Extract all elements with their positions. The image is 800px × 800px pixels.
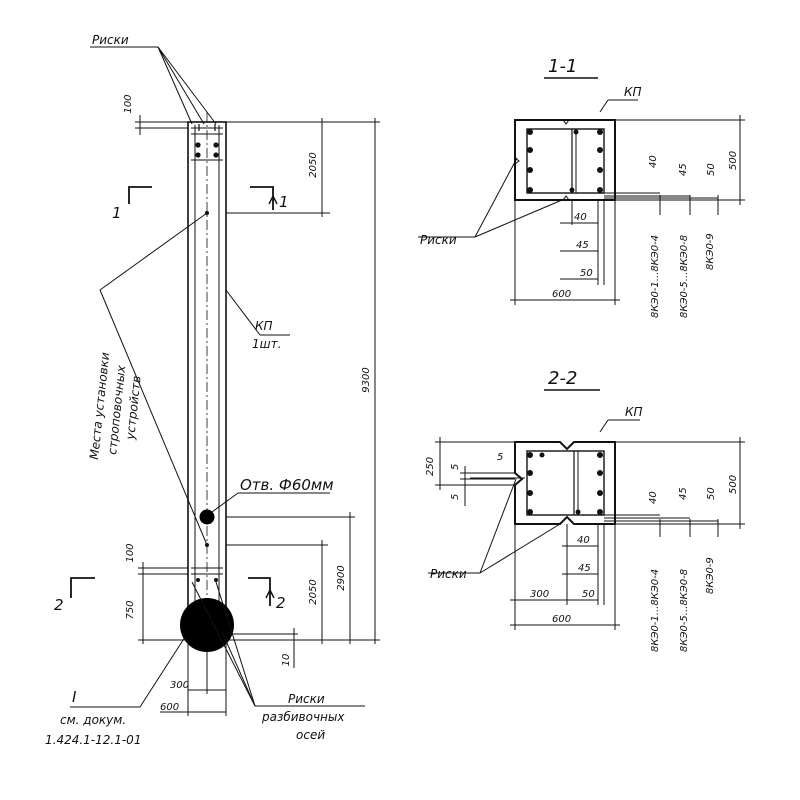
section-1-kp: КП (624, 85, 642, 99)
s1-marks-1: 8КЭ0-1...8КЭ0-4 (650, 235, 661, 318)
s1-dim-50: 50 (580, 268, 593, 279)
s2-dim-300: 300 (530, 589, 549, 600)
s1-v40: 40 (648, 155, 659, 168)
dim-10: 10 (281, 654, 292, 667)
dim-300: 300 (170, 680, 189, 691)
s2-v50: 50 (706, 487, 717, 500)
s2-dim-5b: 5 (450, 494, 461, 500)
cut-2-right: 2 (276, 594, 286, 612)
cut-2-left: 2 (54, 596, 64, 614)
s2-dim-50: 50 (582, 589, 595, 600)
cut-marks-2 (70, 577, 275, 606)
top-dimensions (135, 115, 380, 644)
dim-9300: 9300 (361, 367, 372, 392)
dim-2050-top: 2050 (308, 152, 319, 177)
s2-v500: 500 (728, 475, 739, 494)
s2-v45: 45 (678, 487, 689, 500)
cut-1-right: 1 (279, 193, 289, 211)
dim-600: 600 (160, 702, 179, 713)
label-sm-dokum: см. докум. (60, 713, 126, 727)
cut-1-left: 1 (112, 204, 122, 222)
s2-dim-40: 40 (577, 535, 590, 546)
s1-dim-45: 45 (576, 240, 589, 251)
s2-dim-250: 250 (425, 457, 436, 476)
dim-100-top: 100 (123, 94, 134, 113)
column-elevation (180, 112, 234, 652)
s2-marks-2: 8КЭ0-5...8КЭ0-8 (679, 569, 690, 652)
s1-v500: 500 (728, 151, 739, 170)
s2-v40: 40 (648, 491, 659, 504)
s1-v45: 45 (678, 163, 689, 176)
section-1-riski: Риски (420, 233, 457, 247)
section-2-riski: Риски (430, 567, 467, 581)
s1-dim-40: 40 (574, 212, 587, 223)
s2-marks-1: 8КЭ0-1...8КЭ0-4 (650, 569, 661, 652)
leaders-left (70, 46, 365, 708)
section-2-dims (428, 419, 745, 630)
dim-2050-bottom: 2050 (308, 579, 319, 604)
label-riski-razb-3: осей (296, 728, 325, 742)
s1-marks-2: 8КЭ0-5...8КЭ0-8 (679, 235, 690, 318)
section-2-kp: КП (625, 405, 643, 419)
s2-dim-45: 45 (578, 563, 591, 574)
s1-v50: 50 (706, 163, 717, 176)
s2-marks-3: 8КЭ0-9 (705, 557, 716, 594)
label-kp-count: 1шт. (252, 337, 281, 351)
dim-2900: 2900 (336, 565, 347, 590)
dim-750: 750 (125, 600, 136, 619)
label-riski-razb-1: Риски (288, 692, 325, 706)
section-1-title: 1-1 (548, 56, 577, 77)
section-1-dims (418, 99, 745, 305)
label-kp-elevation: КП (255, 319, 273, 333)
label-sm-code: 1.424.1-12.1-01 (45, 733, 141, 747)
label-detail-I: I (72, 688, 77, 706)
hole-symbol (199, 509, 215, 525)
section-2-drawing (514, 441, 616, 525)
s2-dim-600: 600 (552, 614, 571, 625)
s1-dim-600: 600 (552, 289, 571, 300)
label-hole: Отв. Ф60мм (240, 476, 334, 494)
section-2-title: 2-2 (548, 368, 577, 389)
s2-dim-5c: 5 (497, 452, 503, 463)
label-mesta-3: устройств (123, 375, 144, 441)
section-1-drawing (514, 119, 616, 201)
cut-marks-1 (128, 186, 278, 210)
dim-100-bottom: 100 (125, 543, 136, 562)
label-riski-razb-2: разбивочных (261, 710, 345, 724)
s2-dim-5a: 5 (450, 464, 461, 470)
label-riski-top: Риски (92, 33, 129, 47)
bottom-dimensions (138, 512, 355, 716)
s1-marks-3: 8КЭ0-9 (705, 233, 716, 270)
